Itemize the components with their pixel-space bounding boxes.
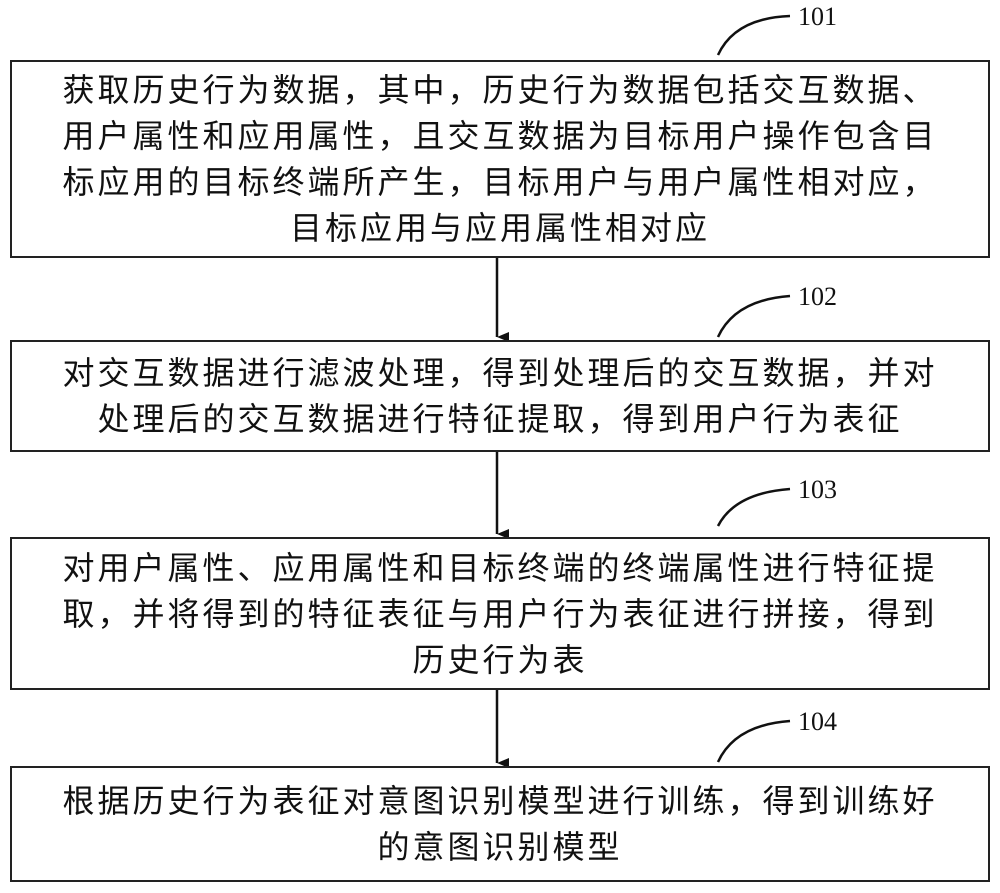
leader-line-104	[716, 719, 791, 763]
step-text-103: 对用户属性、应用属性和目标终端的终端属性进行特征提 取，并将得到的特征表征与用户…	[58, 545, 941, 683]
step-text-line: 用户属性和应用属性，且交互数据为目标用户操作包含目	[62, 117, 938, 155]
step-text-101: 获取历史行为数据，其中，历史行为数据包括交互数据、 用户属性和应用属性，且交互数…	[58, 67, 941, 251]
leader-line-101	[716, 14, 791, 56]
leader-line-102	[716, 294, 791, 338]
step-text-line: 获取历史行为数据，其中，历史行为数据包括交互数据、	[62, 71, 938, 109]
step-text-104: 根据历史行为表征对意图识别模型进行训练，得到训练好 的意图识别模型	[58, 778, 941, 870]
step-text-line: 根据历史行为表征对意图识别模型进行训练，得到训练好	[62, 782, 938, 820]
leader-line-103	[716, 487, 791, 527]
step-ref-104: 104	[798, 707, 837, 736]
step-text-line: 处理后的交互数据进行特征提取，得到用户行为表征	[97, 400, 903, 438]
step-ref-102: 102	[798, 282, 837, 311]
step-text-line: 目标应用与应用属性相对应	[289, 209, 710, 247]
step-text-line: 历史行为表	[412, 640, 588, 679]
step-text-line: 对用户属性、应用属性和目标终端的终端属性进行特征提	[62, 548, 938, 587]
step-box-104: 根据历史行为表征对意图识别模型进行训练，得到训练好 的意图识别模型	[10, 766, 990, 882]
step-text-line: 对交互数据进行滤波处理，得到处理后的交互数据，并对	[62, 354, 938, 392]
step-box-102: 对交互数据进行滤波处理，得到处理后的交互数据，并对 处理后的交互数据进行特征提取…	[10, 340, 990, 452]
step-text-line: 的意图识别模型	[377, 828, 623, 866]
step-text-line: 取，并将得到的特征表征与用户行为表征进行拼接，得到	[62, 594, 938, 633]
step-text-102: 对交互数据进行滤波处理，得到处理后的交互数据，并对 处理后的交互数据进行特征提取…	[58, 350, 941, 442]
step-text-line: 标应用的目标终端所产生，目标用户与用户属性相对应，	[62, 163, 938, 201]
step-box-101: 获取历史行为数据，其中，历史行为数据包括交互数据、 用户属性和应用属性，且交互数…	[10, 60, 990, 258]
step-ref-101: 101	[798, 2, 837, 31]
step-box-103: 对用户属性、应用属性和目标终端的终端属性进行特征提 取，并将得到的特征表征与用户…	[10, 537, 990, 690]
step-ref-103: 103	[798, 475, 837, 504]
